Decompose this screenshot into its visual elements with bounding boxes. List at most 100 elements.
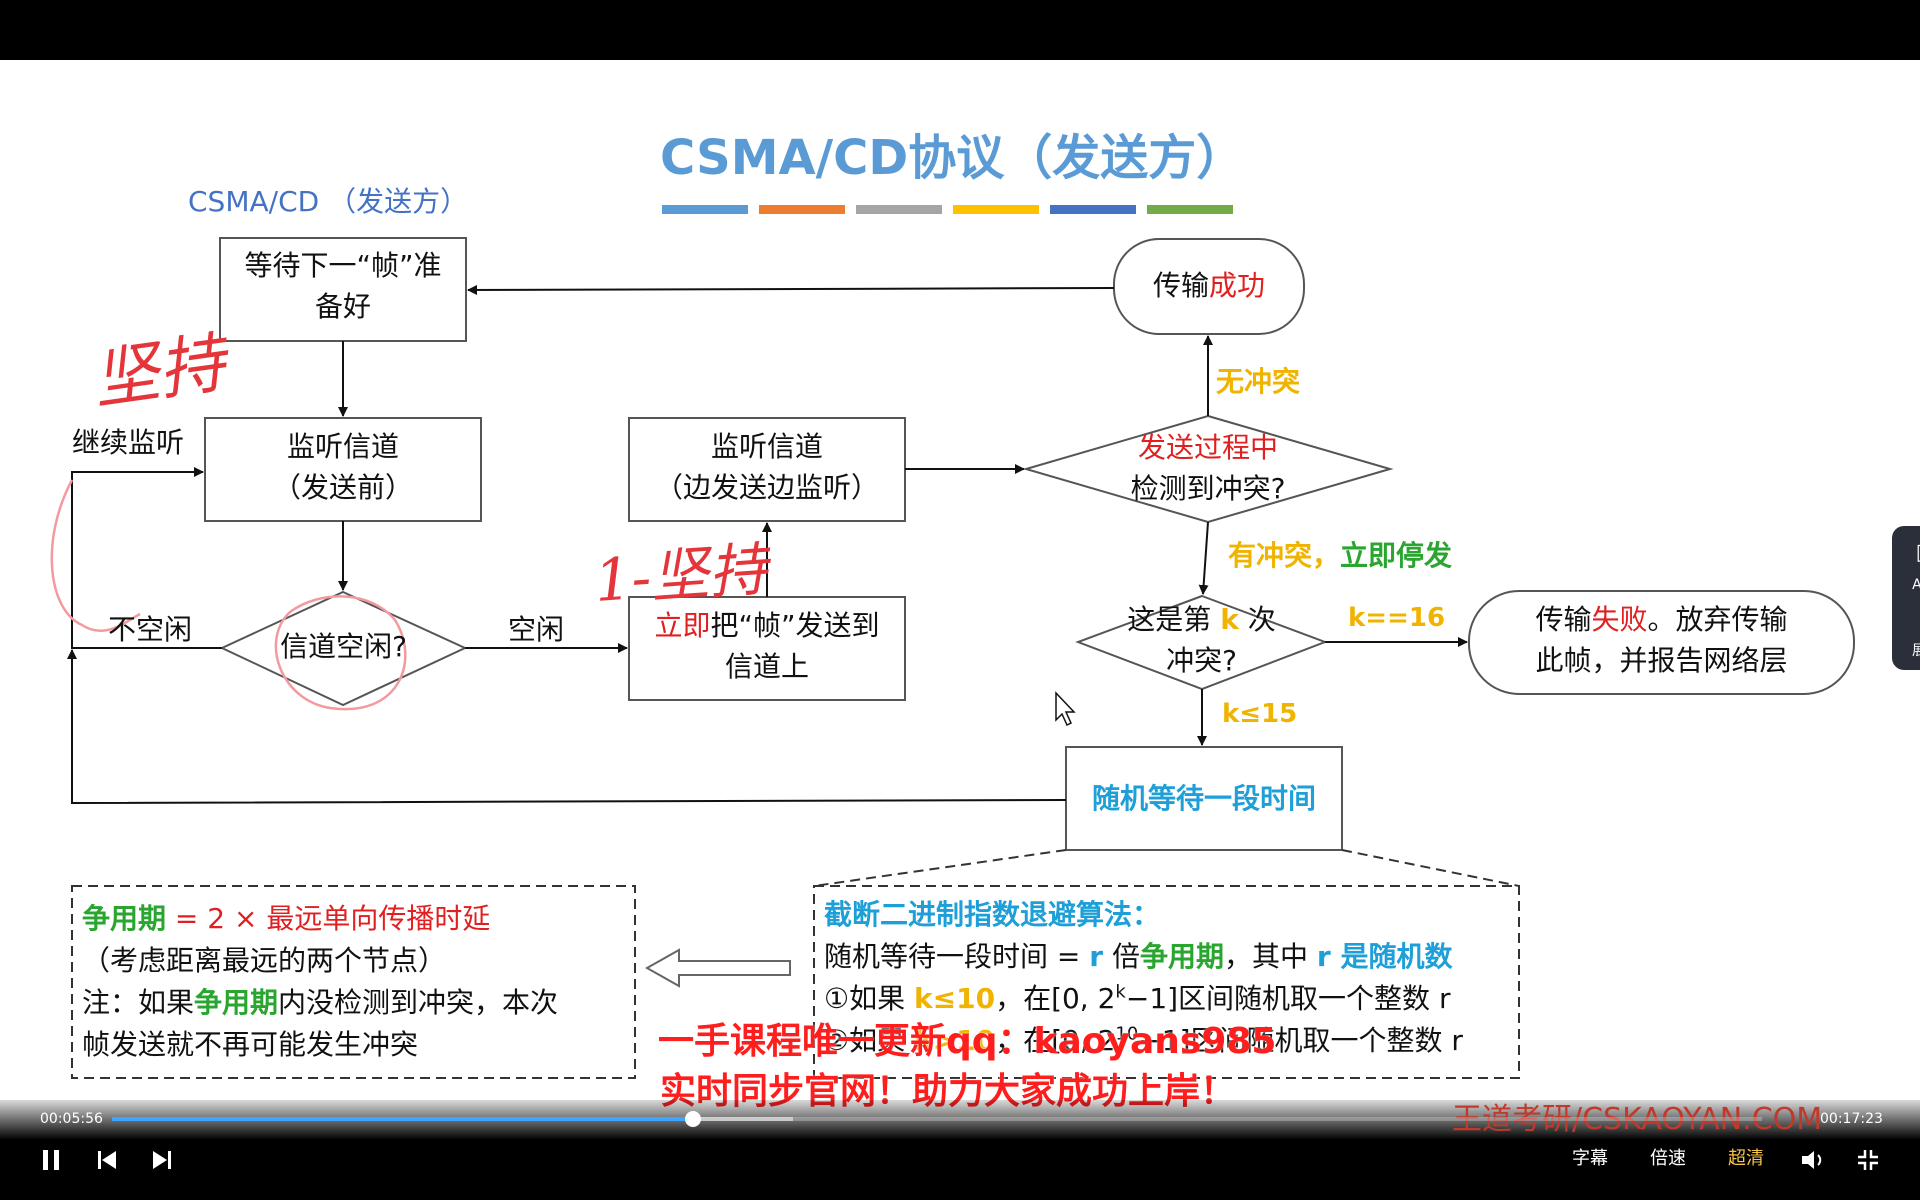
hollow-arrow-left bbox=[644, 948, 791, 988]
label-k16: k==16 bbox=[1348, 603, 1446, 633]
fail-text: 传输失败。放弃传输 此帧，并报告网络层 bbox=[1469, 600, 1854, 681]
nr-l3-d: −1]区间随机取一个整数 r bbox=[1125, 982, 1451, 1015]
nr-l2-b: 倍 bbox=[1103, 940, 1140, 973]
note-left-l1-b: = 2 × 最远单向传播时延 bbox=[166, 902, 491, 935]
send-frame-text: 把“帧”发送到 bbox=[710, 609, 880, 642]
channel-idle-question: 信道空闲? bbox=[280, 630, 407, 663]
success-text: 传输成功 bbox=[1114, 266, 1304, 307]
kth-b: 次 bbox=[1238, 603, 1276, 636]
nr-l2-r: r bbox=[1089, 940, 1104, 973]
quality-button[interactable]: 超清 bbox=[1728, 1148, 1764, 1169]
note-left-l3-b: 争用期 bbox=[194, 986, 279, 1019]
box-listen-before bbox=[204, 417, 482, 522]
collision-q-line-2: 检测到冲突? bbox=[1130, 471, 1286, 505]
title-color-bar bbox=[1050, 205, 1136, 214]
title-color-bar bbox=[1147, 205, 1233, 214]
has-collision-part-a: 有冲突， bbox=[1228, 539, 1341, 572]
box-success bbox=[1113, 238, 1305, 335]
note-left-l4: 帧发送就不再可能发生冲突 bbox=[82, 1028, 419, 1061]
nr-l2-e: r 是随机数 bbox=[1316, 940, 1453, 973]
wait-line-2: 备好 bbox=[314, 289, 371, 323]
note-right-heading: 截断二进制指数退避算法： bbox=[824, 898, 1161, 931]
nr-l4-b: k>10 bbox=[914, 1024, 996, 1057]
speed-button[interactable]: 倍速 bbox=[1650, 1148, 1686, 1169]
note-right-box bbox=[813, 885, 1520, 1079]
volume-icon[interactable] bbox=[1800, 1148, 1826, 1172]
ai-watch-label[interactable]: AI看 bbox=[1912, 577, 1920, 593]
expand-label[interactable]: 展开 bbox=[1912, 643, 1920, 659]
watermark-line-1: 一手课程唯一更新qq：kaoyans985 bbox=[658, 1021, 1277, 1062]
nr-l2-d: ，其中 bbox=[1224, 940, 1317, 973]
brand-watermark: 王道考研/CSKAOYAN.COM bbox=[1452, 1102, 1823, 1137]
handwriting-one-persistent: 1-坚持 bbox=[592, 535, 770, 615]
arrow-not-idle-loop bbox=[71, 467, 222, 649]
box-listen-while-send-text: 监听信道 （边发送边监听） bbox=[629, 427, 905, 508]
slide-title: CSMA/CD协议（发送方） bbox=[660, 130, 1245, 186]
subtitle-button[interactable]: 字幕 bbox=[1572, 1148, 1608, 1169]
exit-fullscreen-icon[interactable] bbox=[1856, 1148, 1880, 1172]
next-icon[interactable] bbox=[150, 1148, 174, 1172]
box-listen-before-text: 监听信道 （发送前） bbox=[205, 427, 481, 508]
collision-q-line-1: 发送过程中 bbox=[1137, 431, 1278, 464]
kth-collision-text: 这是第 k 次 冲突? bbox=[1078, 600, 1325, 681]
note-left-l2: （考虑距离最远的两个节点） bbox=[82, 944, 447, 977]
arrow-success-to-wait bbox=[467, 284, 1115, 295]
progress-track[interactable] bbox=[112, 1117, 1762, 1121]
note-dash-left bbox=[813, 849, 1067, 887]
label-no-collision: 无冲突 bbox=[1216, 365, 1301, 398]
listen-while-line-1: 监听信道 bbox=[710, 430, 823, 463]
box-wait-next-frame bbox=[219, 237, 467, 342]
progress-played bbox=[112, 1117, 693, 1121]
note-left-l3-c: 内没检测到冲突，本次 bbox=[278, 986, 559, 1019]
box-fail bbox=[1468, 590, 1855, 695]
nr-l4-d: −1]区间随机取一个整数 r bbox=[1138, 1024, 1463, 1057]
label-has-collision: 有冲突，立即停发 bbox=[1228, 538, 1452, 573]
note-left-l3-a: 注：如果 bbox=[82, 986, 195, 1019]
kth-a: 这是第 bbox=[1127, 603, 1221, 636]
wait-line-1: 等待下一“帧”准 bbox=[244, 249, 442, 282]
title-color-bar bbox=[759, 205, 845, 214]
box-wait-next-frame-text: 等待下一“帧”准 备好 bbox=[220, 246, 466, 327]
label-k15: k≤15 bbox=[1222, 699, 1298, 729]
nr-l4-sup: 10 bbox=[1115, 1023, 1139, 1045]
note-left-text: 争用期 = 2 × 最远单向传播时延 （考虑距离最远的两个节点） 注：如果争用期… bbox=[82, 898, 558, 1066]
ai-watch-icon[interactable]: ▣ bbox=[1892, 540, 1920, 565]
listen-before-line-2: （发送前） bbox=[272, 470, 413, 504]
kth-k: k bbox=[1220, 603, 1239, 636]
send-line-2: 信道上 bbox=[724, 649, 809, 683]
nr-l3-b: k≤10 bbox=[914, 982, 996, 1015]
nr-l2-c: 争用期 bbox=[1139, 940, 1224, 973]
label-continue-listen: 继续监听 bbox=[72, 426, 185, 459]
title-color-bar bbox=[953, 205, 1039, 214]
nr-l3-c: ，在[0, 2 bbox=[995, 982, 1116, 1015]
kth-c: 冲突? bbox=[1166, 643, 1237, 677]
fail-c: 。放弃传输 bbox=[1647, 603, 1788, 636]
top-black-bar bbox=[0, 0, 1920, 60]
hand-circle-loop bbox=[50, 479, 141, 632]
chevron-left-icon[interactable]: ‹ bbox=[1892, 610, 1920, 634]
listen-while-line-2: （边发送边监听） bbox=[654, 470, 879, 504]
mouse-cursor-icon bbox=[1055, 691, 1076, 727]
progress-knob[interactable] bbox=[685, 1111, 701, 1127]
nr-l4-a: ②如果 bbox=[824, 1024, 915, 1057]
title-color-bar bbox=[856, 205, 942, 214]
nr-l3-sup: k bbox=[1115, 981, 1126, 1003]
label-not-idle: 不空闲 bbox=[108, 613, 193, 646]
nr-l4-c: ，在[0, 2 bbox=[995, 1024, 1116, 1057]
title-color-bar bbox=[662, 205, 748, 214]
send-immediately-word: 立即 bbox=[654, 609, 711, 642]
fail-d: 此帧，并报告网络层 bbox=[1535, 643, 1788, 677]
label-idle: 空闲 bbox=[508, 613, 565, 646]
fail-a: 传输 bbox=[1535, 603, 1592, 636]
note-left-box bbox=[71, 885, 636, 1079]
side-panel: ▣ AI看 ‹ 展开 bbox=[1892, 526, 1920, 670]
has-collision-part-b: 立即停发 bbox=[1340, 539, 1453, 572]
pause-icon[interactable] bbox=[40, 1148, 64, 1172]
handwriting-persistent: 坚持 bbox=[88, 324, 230, 419]
collision-question-text: 发送过程中 检测到冲突? bbox=[1026, 428, 1390, 509]
hand-circle-diamond bbox=[274, 595, 407, 711]
nr-l3-a: ①如果 bbox=[824, 982, 915, 1015]
previous-icon[interactable] bbox=[96, 1148, 120, 1172]
